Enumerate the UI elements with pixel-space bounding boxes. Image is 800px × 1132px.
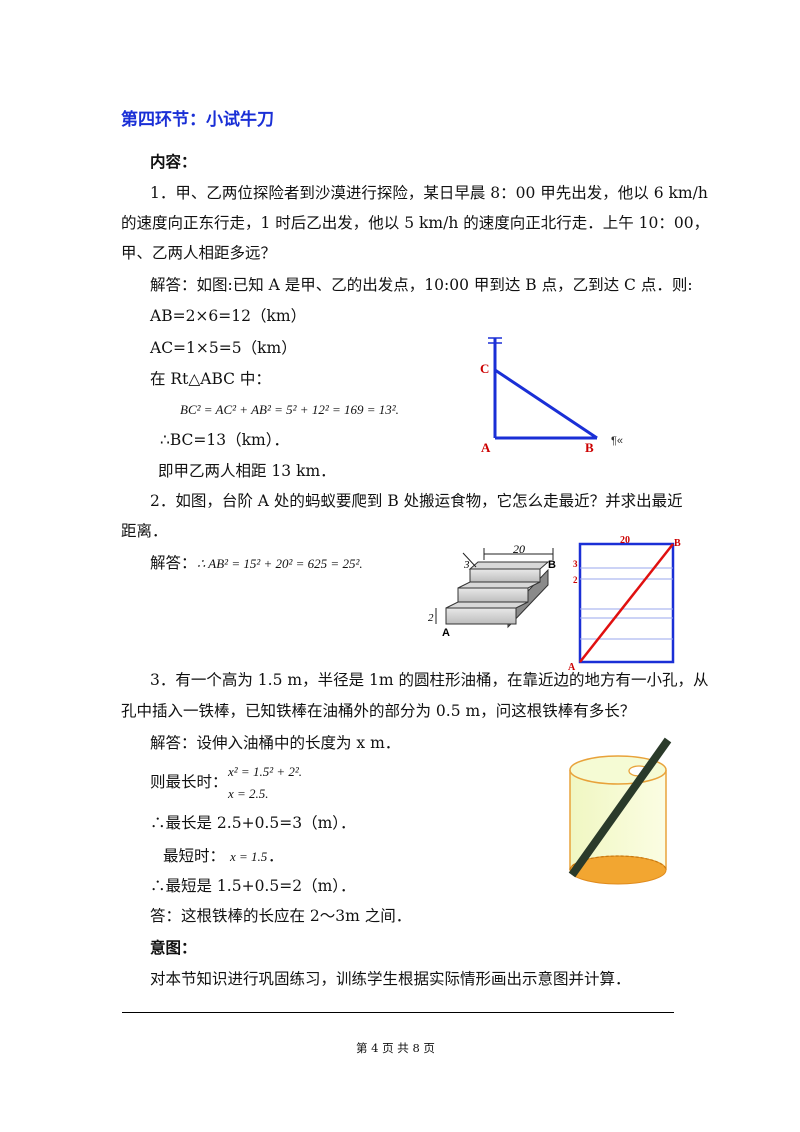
- depth-label: 3: [463, 559, 470, 571]
- problem1-answer-rt: 在 Rt△ABC 中：: [150, 370, 271, 388]
- triangle-figure: C A B ¶«: [480, 337, 623, 455]
- width-label: 20: [513, 542, 525, 556]
- step-3: [469, 568, 541, 583]
- top-label: 20: [620, 535, 630, 546]
- diagonal-path: [579, 543, 674, 663]
- page-footer: 第 4 页 共 8 页: [356, 1041, 435, 1055]
- stair-label-a: A: [442, 627, 450, 639]
- staircase-figure: 20 3 2 A B: [428, 542, 556, 639]
- problem3-answer-line1: 解答：设伸入油桶中的长度为 x m．: [150, 734, 401, 752]
- depth-dimension-line: [462, 552, 477, 568]
- problem1-line1: 1．甲、乙两位探险者到沙漠进行探险，某日早晨 8：00 甲先出发，他以 6 km…: [150, 184, 708, 202]
- content-label: 内容：: [150, 153, 197, 171]
- problem1-line3: 甲、乙两人相距多远？: [121, 244, 277, 262]
- side-bc-line: [494, 368, 598, 440]
- problem1-line2: 的速度向正东行走，1 时后乙出发，他以 5 km/h 的速度向正北行走．上午 1…: [121, 214, 710, 232]
- problem1-answer-ac: AC=1×5=5（km）: [150, 339, 297, 357]
- cylinder-bottom-back-edge: [569, 855, 667, 871]
- step-1: [445, 607, 517, 625]
- iron-rod: [568, 737, 672, 878]
- tail-mark: ¶«: [611, 435, 623, 447]
- intent-label: 意图：: [150, 939, 197, 957]
- problem2-line2: 距离．: [121, 522, 168, 540]
- problem3-final-answer: 答：这根铁棒的长应在 2～3m 之间．: [150, 907, 412, 925]
- label-b: B: [674, 538, 681, 549]
- problem3-shortest-suffix: ．: [268, 847, 284, 865]
- cylinder-figure: [568, 737, 672, 885]
- problem2-line1: 2．如图，台阶 A 处的蚂蚁要爬到 B 处搬运食物，它怎么走最近？并求出最近: [150, 492, 683, 510]
- problem2-answer-label: 解答：: [150, 554, 197, 572]
- problem1-equation: BC² = AC² + AB² = 5² + 12² = 169 = 13².: [180, 402, 399, 417]
- unfolded-figure: 20 B A 3 2: [568, 535, 681, 670]
- problem3-equation-c: x = 1.5: [230, 849, 268, 864]
- step-2: [457, 587, 529, 603]
- problem3-line1: 3．有一个高为 1.5 m，半径是 1m 的圆柱形油桶，在靠近边的地方有一小孔，…: [150, 671, 709, 689]
- problem2-equation: ∴ AB² = 15² + 20² = 625 = 25².: [197, 556, 363, 571]
- problem3-equation-a: x² = 1.5² + 2².: [228, 764, 303, 779]
- problem1-answer-ab: AB=2×6=12（km）: [150, 307, 307, 325]
- step-top-2: [457, 581, 541, 589]
- problem3-shortest-result: ∴最短是 1.5+0.5=2（m）．: [150, 877, 356, 895]
- step-top-3: [468, 561, 550, 570]
- problem3-equation-b: x = 2.5.: [228, 786, 269, 801]
- intent-text: 对本节知识进行巩固练习，训练学生根据实际情形画出示意图并计算．: [150, 970, 631, 988]
- problem3-longest-prefix: 则最长时：: [150, 773, 228, 791]
- step-height-label: 2: [428, 612, 434, 624]
- footer-rule: [122, 1012, 674, 1013]
- problem1-answer-line1: 解答：如图:已知 A 是甲、乙的出发点，10:00 甲到达 B 点，乙到达 C …: [150, 276, 693, 294]
- problem1-answer-bc: ∴BC=13（km）．: [160, 431, 289, 449]
- label-b: B: [585, 440, 594, 455]
- stair-label-b: B: [548, 559, 556, 571]
- problem3-line2: 孔中插入一铁棒，已知铁棒在油桶外的部分为 0.5 m，问这根铁棒有多长？: [121, 702, 636, 720]
- section-title: 第四环节：小试牛刀: [121, 110, 274, 130]
- side-label-2: 2: [573, 575, 578, 585]
- label-c: C: [480, 361, 489, 376]
- problem3-longest-result: ∴最长是 2.5+0.5=3（m）．: [150, 814, 356, 832]
- problem3-shortest-prefix: 最短时：: [163, 847, 226, 865]
- problem1-conclusion: 即甲乙两人相距 13 km．: [158, 462, 336, 480]
- label-a: A: [568, 662, 576, 670]
- step-top-1: [445, 601, 529, 609]
- side-label-3: 3: [573, 559, 578, 569]
- label-a: A: [481, 440, 491, 455]
